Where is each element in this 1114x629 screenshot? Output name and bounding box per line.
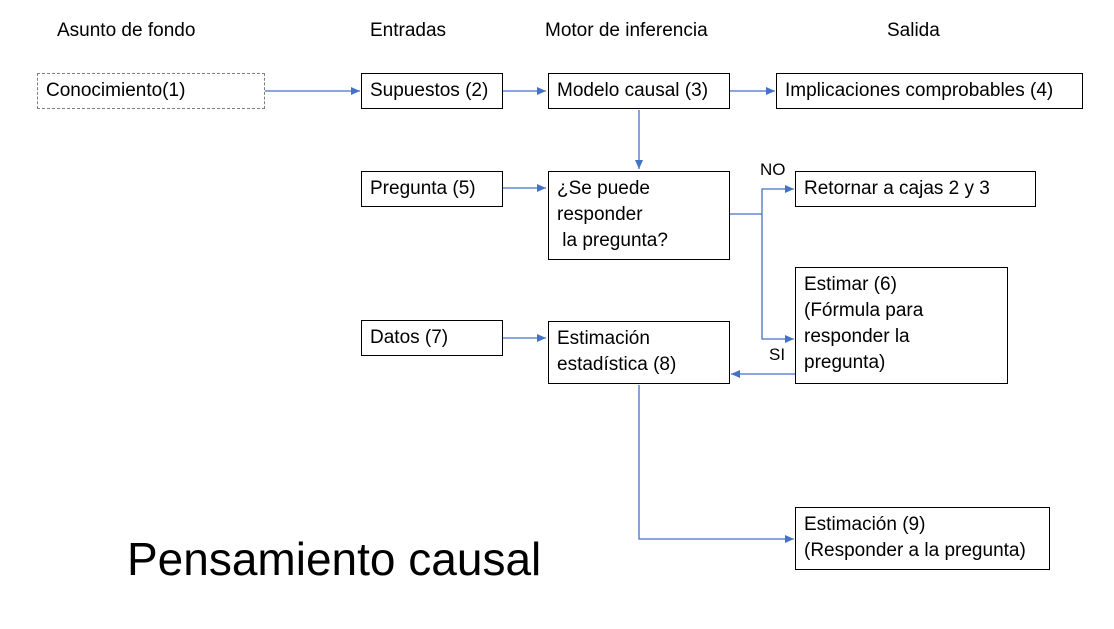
arrow-no-branch — [761, 185, 794, 214]
data-box: Datos (7) — [361, 320, 503, 356]
return-box: Retornar a cajas 2 y 3 — [795, 171, 1036, 207]
causal-model-box: Modelo causal (3) — [548, 73, 730, 109]
no-label: NO — [760, 160, 786, 179]
assumptions-box: Supuestos (2) — [361, 73, 503, 109]
yes-label: SI — [769, 345, 786, 364]
estimate-box: Estimación (9) (Responder a la pregunta) — [795, 507, 1050, 570]
knowledge-box: Conocimiento(1) — [37, 73, 265, 109]
header-output: Salida — [887, 20, 940, 41]
arrow-estimation-to-estimate — [638, 385, 794, 543]
header-engine: Motor de inferencia — [545, 20, 708, 41]
can-answer-box: ¿Se puede responder la pregunta? — [548, 171, 730, 260]
statistical-estimation-box: Estimación estadística (8) — [548, 321, 730, 384]
testable-implications-box: Implicaciones comprobables (4) — [776, 73, 1083, 109]
estimand-box: Estimar (6) (Fórmula para responder la p… — [795, 267, 1008, 384]
header-inputs: Entradas — [370, 20, 447, 41]
question-box: Pregunta (5) — [361, 171, 503, 207]
header-background: Asunto de fondo — [57, 20, 196, 41]
arrow-yes-branch — [761, 214, 794, 343]
diagram-title: Pensamiento causal — [127, 533, 542, 585]
